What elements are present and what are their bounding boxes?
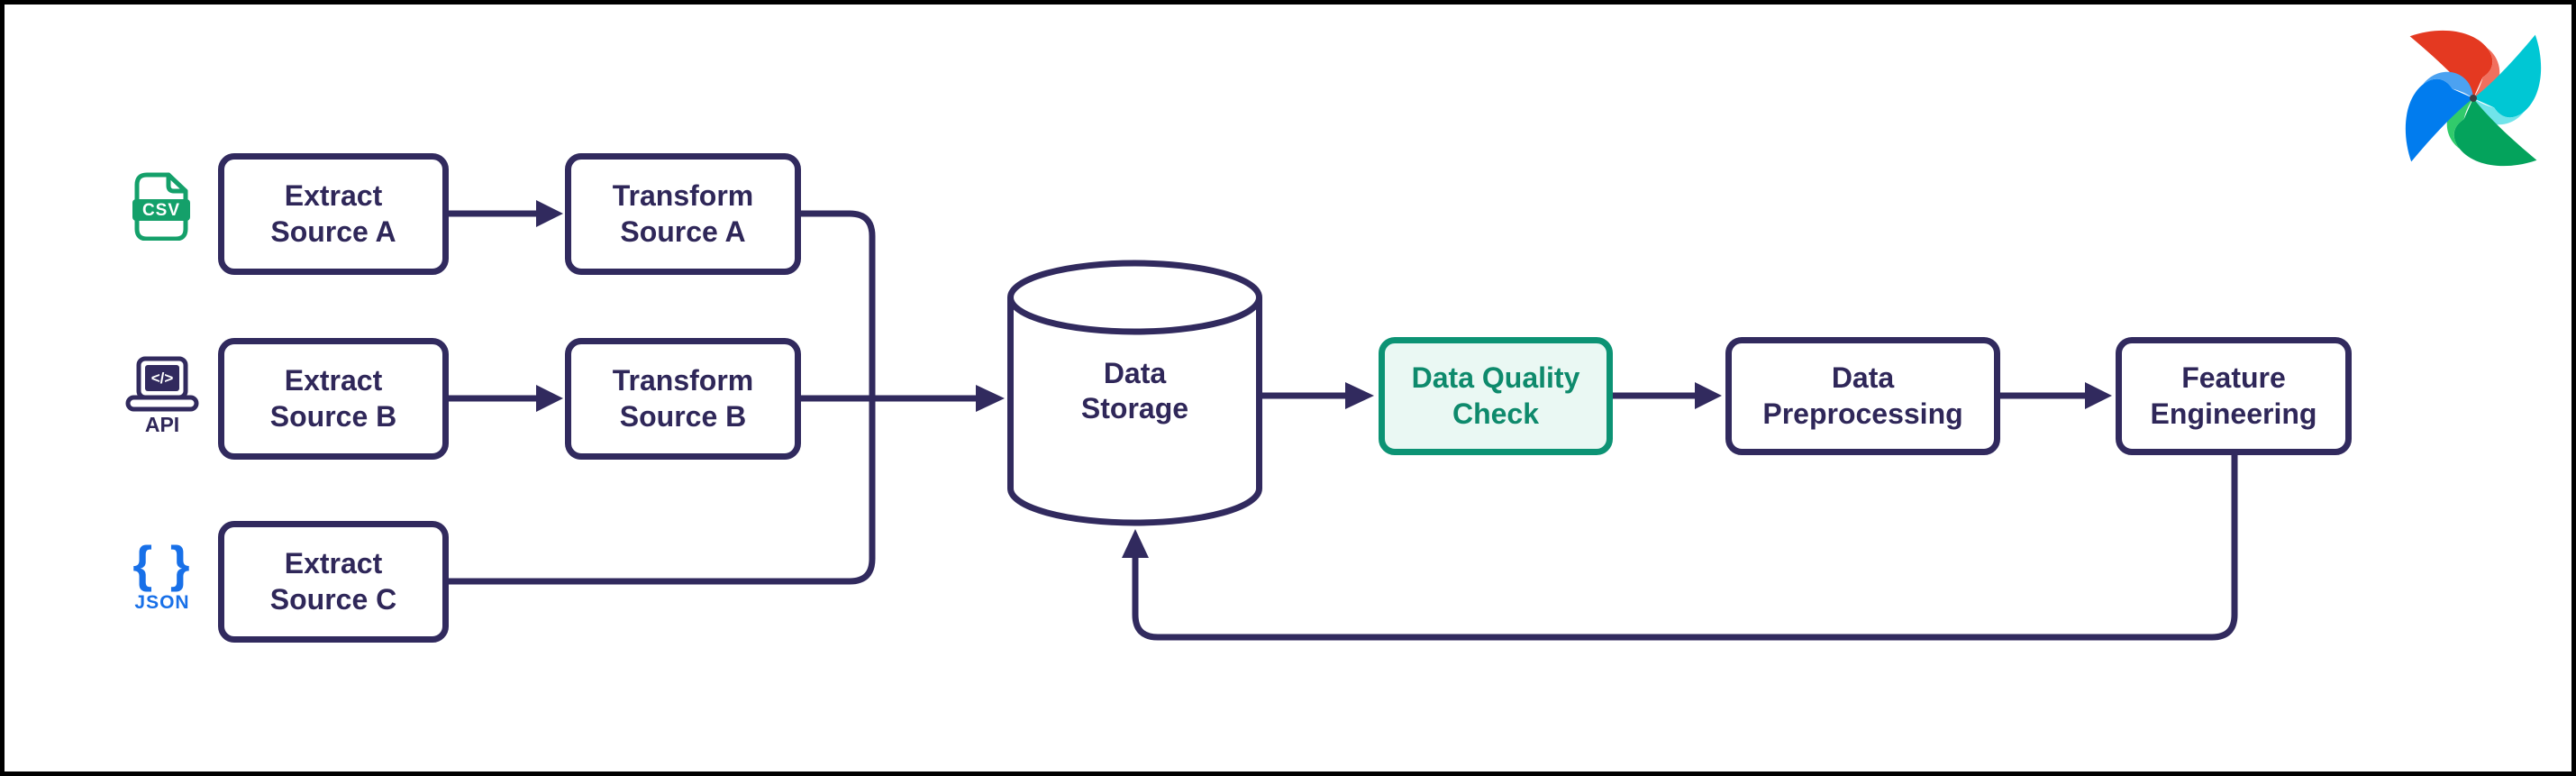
edge-extract-c-to-merge	[449, 398, 876, 585]
arrowhead-transform-b	[536, 385, 563, 412]
svg-text:CSV: CSV	[142, 201, 180, 220]
storage-cylinder-top	[1007, 260, 1262, 335]
arrowhead-preprocessing	[1695, 382, 1722, 409]
edge-feedback-loop	[1132, 454, 2238, 641]
arrowhead-transform-a	[536, 200, 563, 227]
storage-cylinder-body	[1007, 297, 1262, 526]
edge-transform-a-to-merge	[801, 210, 876, 398]
airflow-center-dot	[2470, 95, 2477, 102]
arrowhead-storage	[976, 385, 1005, 412]
node-extract-source-c: Extract Source C	[218, 521, 449, 643]
arrowhead-feedback-storage	[1122, 529, 1149, 558]
node-transform-source-a: Transform Source A	[565, 153, 801, 275]
csv-file-icon: CSV	[132, 172, 190, 241]
svg-text:</>: </>	[151, 370, 174, 387]
api-icon-label: API	[144, 413, 180, 436]
node-data-storage-label: Data Storage	[1080, 357, 1189, 425]
api-laptop-icon: </>	[125, 356, 199, 412]
arrowhead-feature	[2085, 382, 2112, 409]
connector-layer	[449, 200, 2238, 641]
node-feature-engineering: Feature Engineering	[2116, 337, 2352, 455]
node-transform-source-b: Transform Source B	[565, 338, 801, 460]
json-braces-icon: { }	[132, 535, 192, 592]
json-icon-label: JSON	[134, 592, 190, 613]
airflow-logo	[2405, 30, 2542, 167]
node-extract-source-b: Extract Source B	[218, 338, 449, 460]
node-extract-source-a: Extract Source A	[218, 153, 449, 275]
node-data-quality-check: Data Quality Check	[1379, 337, 1613, 455]
node-data-preprocessing: Data Preprocessing	[1725, 337, 2000, 455]
arrowhead-quality	[1345, 382, 1374, 409]
